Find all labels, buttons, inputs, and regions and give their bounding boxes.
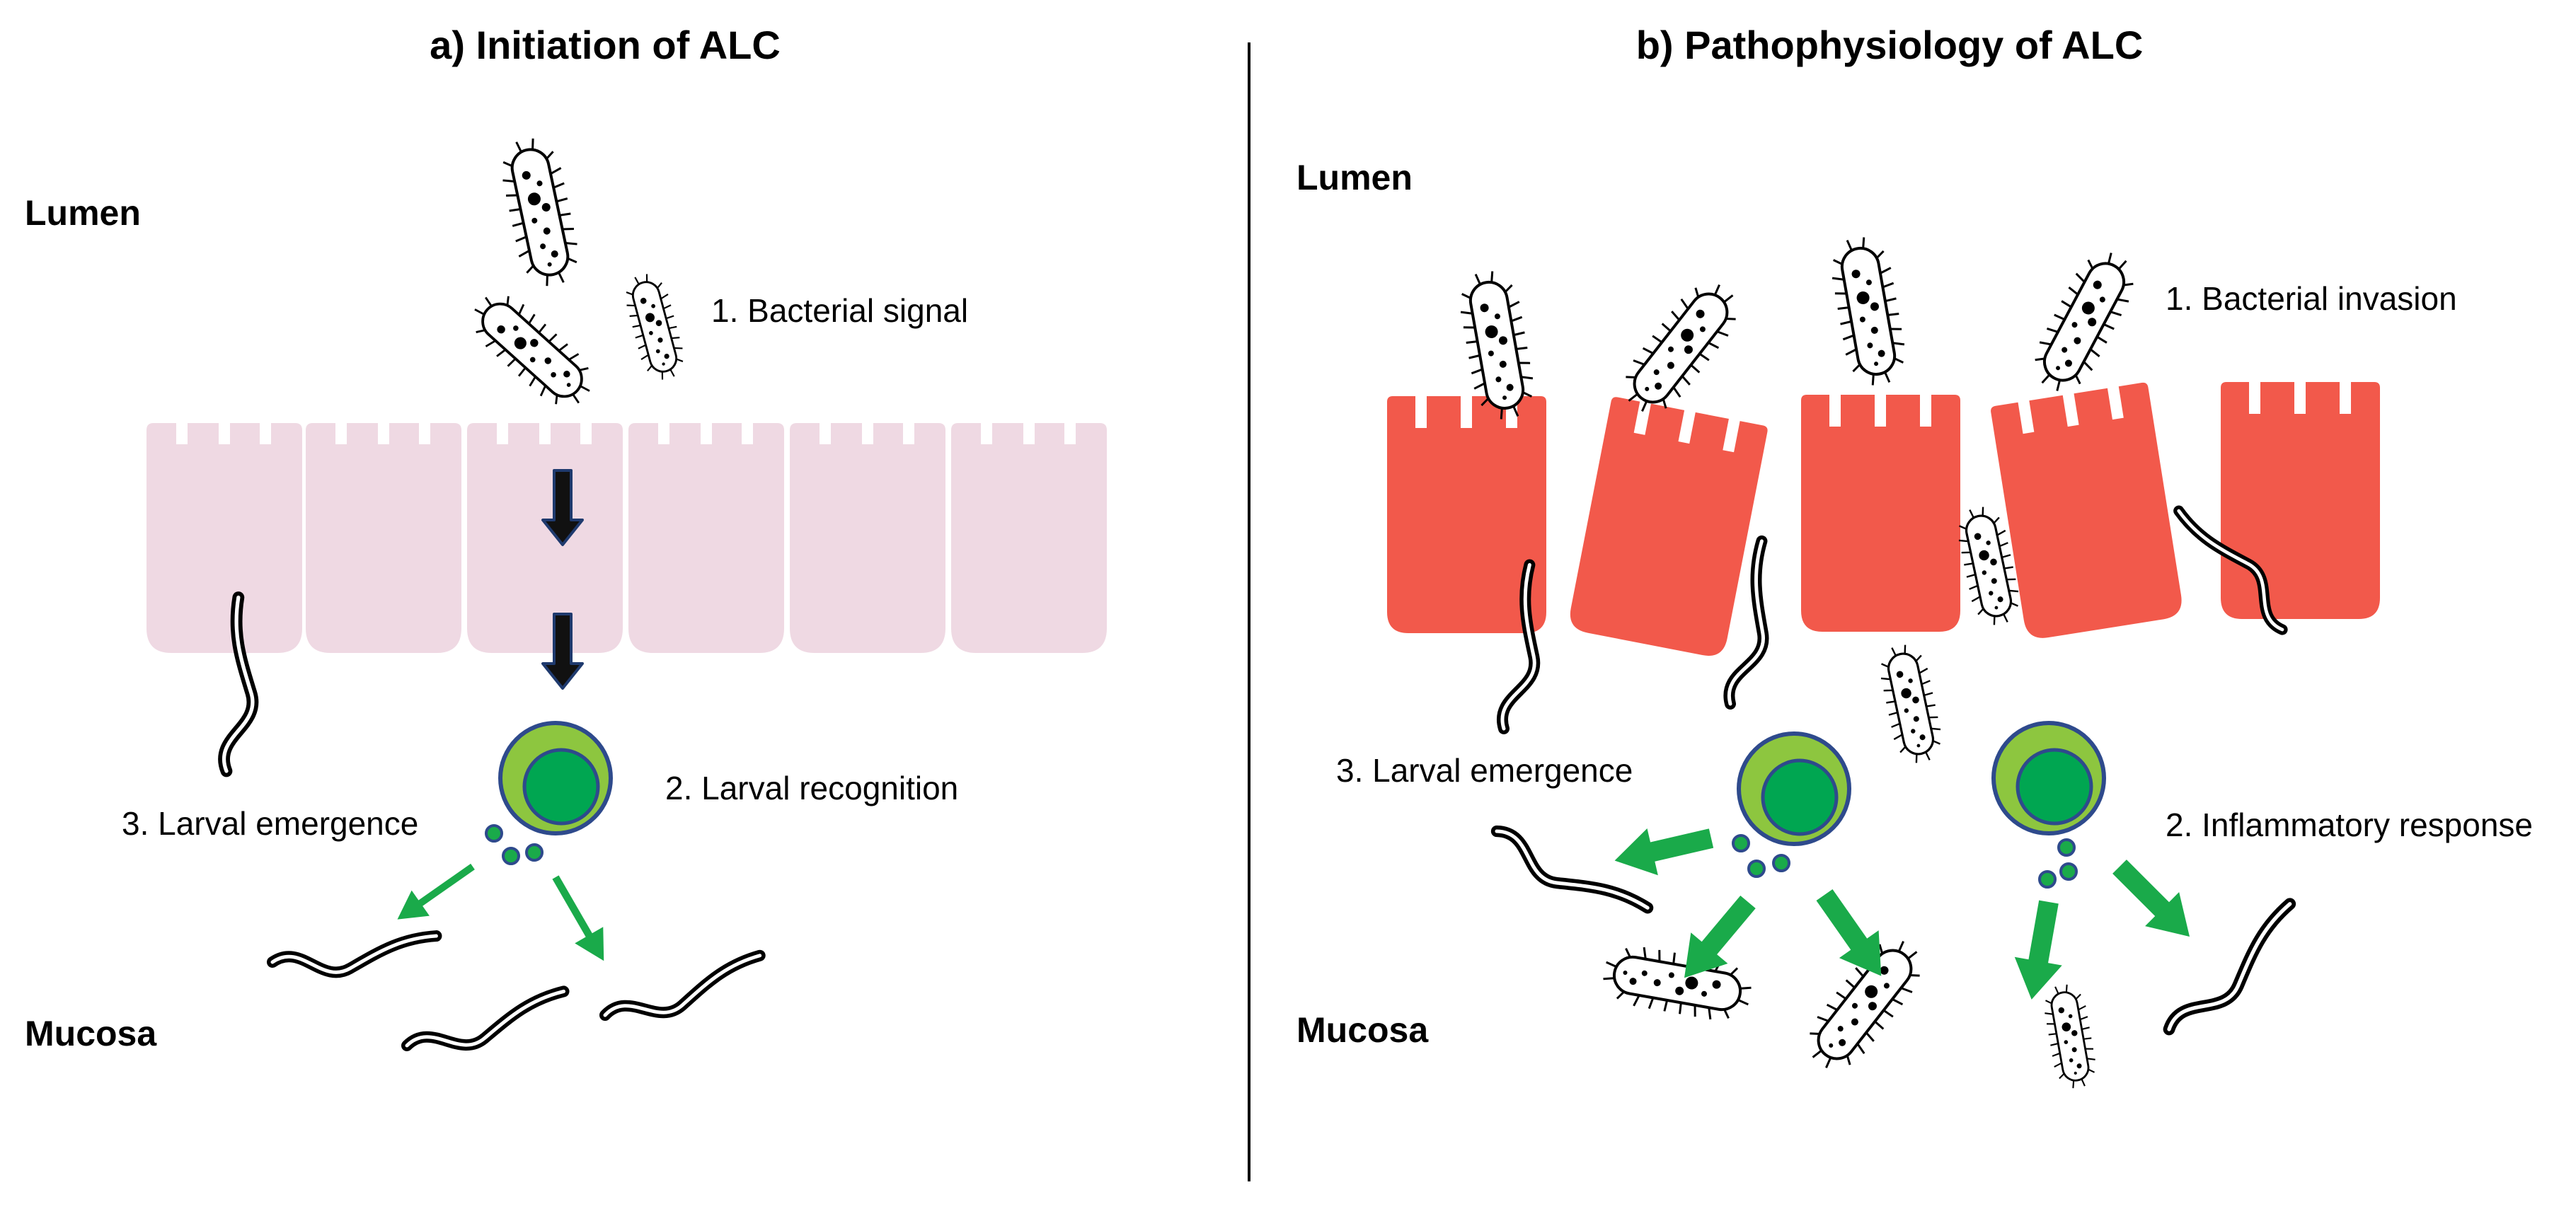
green-arrow-a2 <box>541 869 618 968</box>
panel-a: a) Initiation of ALC Lumen Mucosa <box>25 23 1107 1053</box>
bacterium-a3 <box>619 269 691 385</box>
green-arrow-b1 <box>1609 814 1717 884</box>
bacterium-b9 <box>2040 980 2100 1092</box>
bacterium-a1 <box>494 132 586 292</box>
larva-a2 <box>272 930 437 976</box>
panel-a-lumen-label: Lumen <box>25 193 141 233</box>
immune-cell-b2 <box>1994 723 2104 833</box>
panel-a-title: a) Initiation of ALC <box>430 23 781 67</box>
healthy-epithelium <box>146 423 1107 653</box>
damaged-epithelium <box>1387 381 2380 659</box>
bacterium-a2 <box>459 281 605 420</box>
panel-a-mucosa-label: Mucosa <box>25 1014 157 1053</box>
panel-a-step2: 2. Larval recognition <box>665 770 958 806</box>
bacterium-b3 <box>1824 232 1912 391</box>
granules-a <box>485 824 544 865</box>
bacterium-b6 <box>1874 640 1948 768</box>
larva-b3 <box>1492 806 1648 940</box>
panel-b-step2: 2. Inflammatory response <box>2166 806 2533 843</box>
panel-a-step3: 3. Larval emergence <box>122 805 418 842</box>
panel-b-mucosa-label: Mucosa <box>1296 1010 1429 1050</box>
green-arrow-b4 <box>2008 898 2073 1004</box>
immune-cell-a <box>500 723 611 833</box>
green-arrow-a1 <box>389 854 482 932</box>
panel-a-step1: 1. Bacterial signal <box>711 292 968 329</box>
panel-b-step1: 1. Bacterial invasion <box>2166 280 2457 317</box>
green-arrow-b5 <box>2102 849 2207 954</box>
panel-b-step3: 3. Larval emergence <box>1336 752 1633 789</box>
panel-b-lumen-label: Lumen <box>1296 158 1413 197</box>
larva-a3 <box>403 991 570 1053</box>
granules-b2 <box>2038 838 2078 889</box>
larva-a4 <box>599 956 766 1023</box>
immune-cell-b1 <box>1739 734 1849 844</box>
bacterium-b4 <box>2023 243 2145 400</box>
panel-b-title: b) Pathophysiology of ALC <box>1636 23 2144 67</box>
bacterium-b7 <box>1598 939 1756 1027</box>
panel-b: b) Pathophysiology of ALC Lumen Mucosa <box>1296 23 2533 1092</box>
